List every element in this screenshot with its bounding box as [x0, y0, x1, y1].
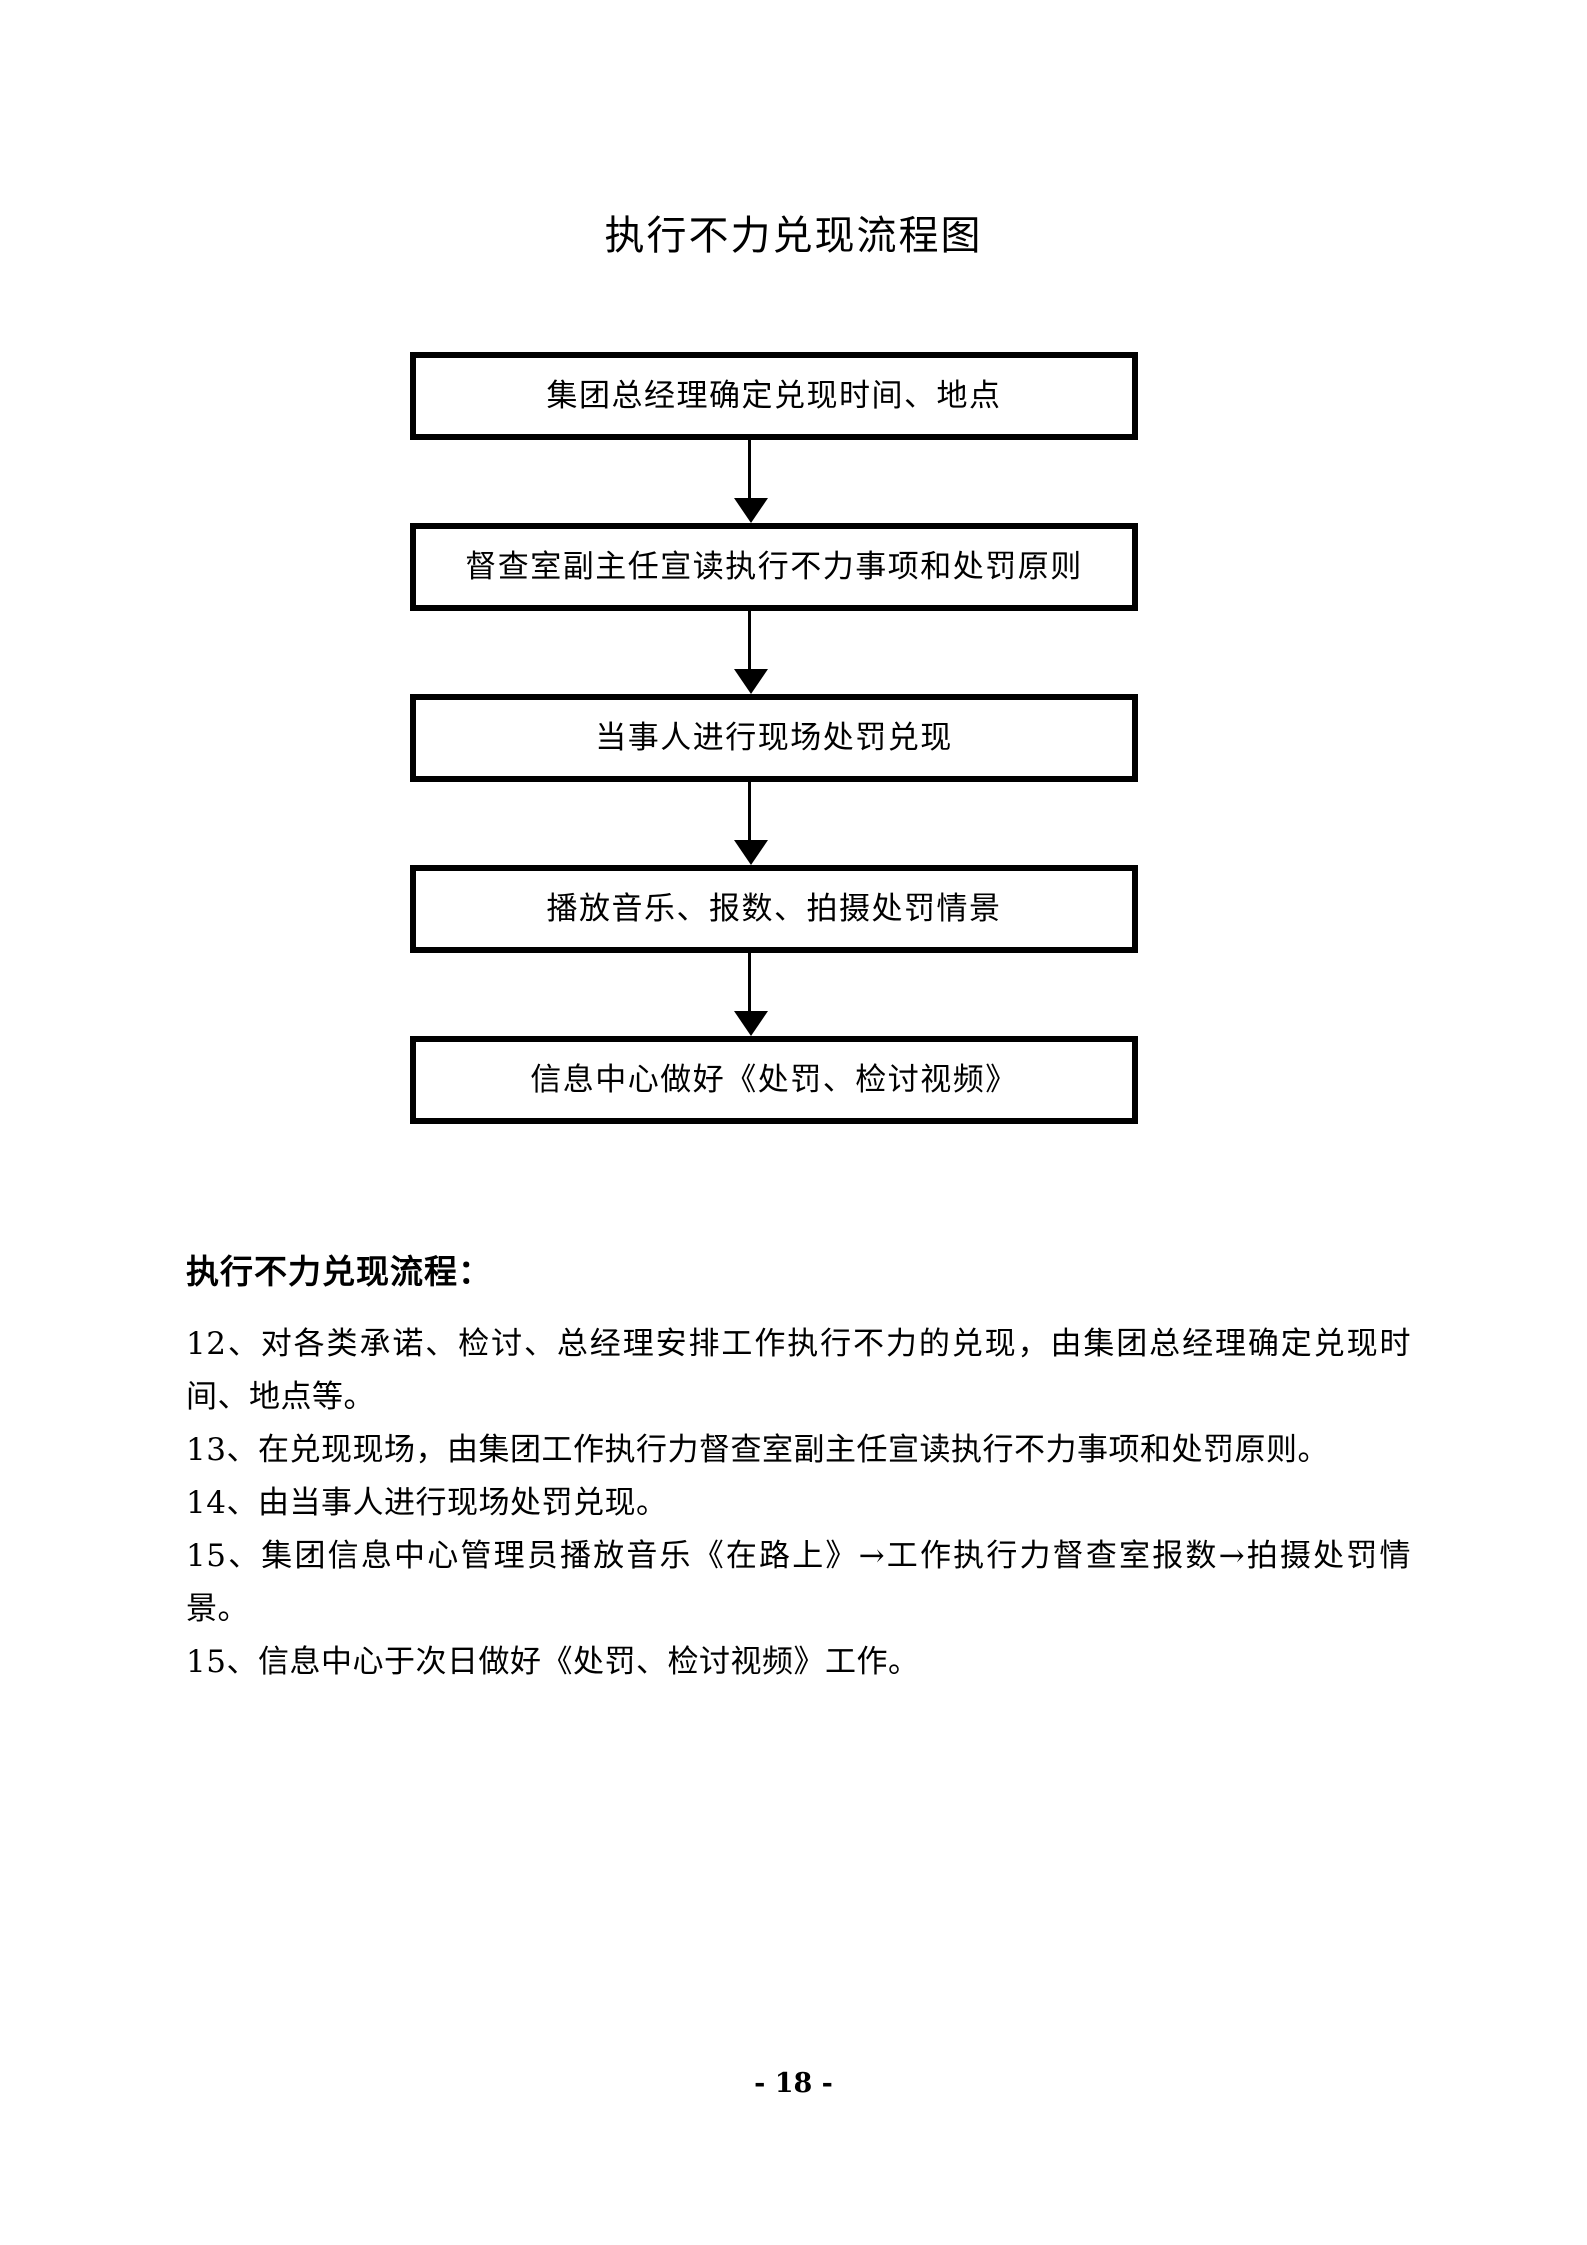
procedure-item-15b: 15、信息中心于次日做好《处罚、检讨视频》工作。: [186, 1644, 920, 1680]
flowchart-node-1: 集团总经理确定兑现时间、地点: [410, 352, 1138, 440]
flowchart-arrow-2: [410, 611, 1138, 694]
procedure-item-14: 14、由当事人进行现场处罚兑现。: [186, 1485, 668, 1521]
arrow-head-icon: [734, 1011, 768, 1036]
page-number: - 18 -: [754, 2068, 833, 2099]
flowchart-node-5-label: 信息中心做好《处罚、检讨视频》: [530, 1061, 1018, 1098]
flowchart: 集团总经理确定兑现时间、地点 督查室副主任宣读执行不力事项和处罚原则 当事人进行…: [410, 352, 1138, 1124]
procedure-item-13: 13、在兑现现场，由集团工作执行力督查室副主任宣读执行不力事项和处罚原则。: [186, 1432, 1329, 1468]
procedure-item-15a: 15、集团信息中心管理员播放音乐《在路上》→工作执行力督查室报数→拍摄处罚情景。: [186, 1538, 1411, 1627]
flowchart-node-5: 信息中心做好《处罚、检讨视频》: [410, 1036, 1138, 1124]
arrow-shaft-icon: [748, 953, 751, 1015]
flowchart-node-4-label: 播放音乐、报数、拍摄处罚情景: [546, 890, 1002, 927]
arrow-shaft-icon: [748, 440, 751, 502]
flowchart-arrow-3: [410, 782, 1138, 865]
arrow-head-icon: [734, 669, 768, 694]
flowchart-node-1-label: 集团总经理确定兑现时间、地点: [546, 377, 1002, 414]
procedure-list: 12、对各类承诺、检讨、总经理安排工作执行不力的兑现，由集团总经理确定兑现时间、…: [186, 1318, 1411, 1689]
arrow-shaft-icon: [748, 611, 751, 673]
arrow-shaft-icon: [748, 782, 751, 844]
arrow-head-icon: [734, 498, 768, 523]
flowchart-node-3-label: 当事人进行现场处罚兑现: [595, 719, 953, 756]
flowchart-arrow-1: [410, 440, 1138, 523]
flowchart-node-4: 播放音乐、报数、拍摄处罚情景: [410, 865, 1138, 953]
flowchart-node-3: 当事人进行现场处罚兑现: [410, 694, 1138, 782]
flowchart-node-2-label: 督查室副主任宣读执行不力事项和处罚原则: [465, 548, 1083, 585]
procedure-item-12: 12、对各类承诺、检讨、总经理安排工作执行不力的兑现，由集团总经理确定兑现时间、…: [186, 1326, 1411, 1415]
arrow-head-icon: [734, 840, 768, 865]
flowchart-arrow-4: [410, 953, 1138, 1036]
flowchart-node-2: 督查室副主任宣读执行不力事项和处罚原则: [410, 523, 1138, 611]
page-title: 执行不力兑现流程图: [604, 213, 983, 259]
procedure-heading: 执行不力兑现流程：: [186, 1252, 492, 1291]
